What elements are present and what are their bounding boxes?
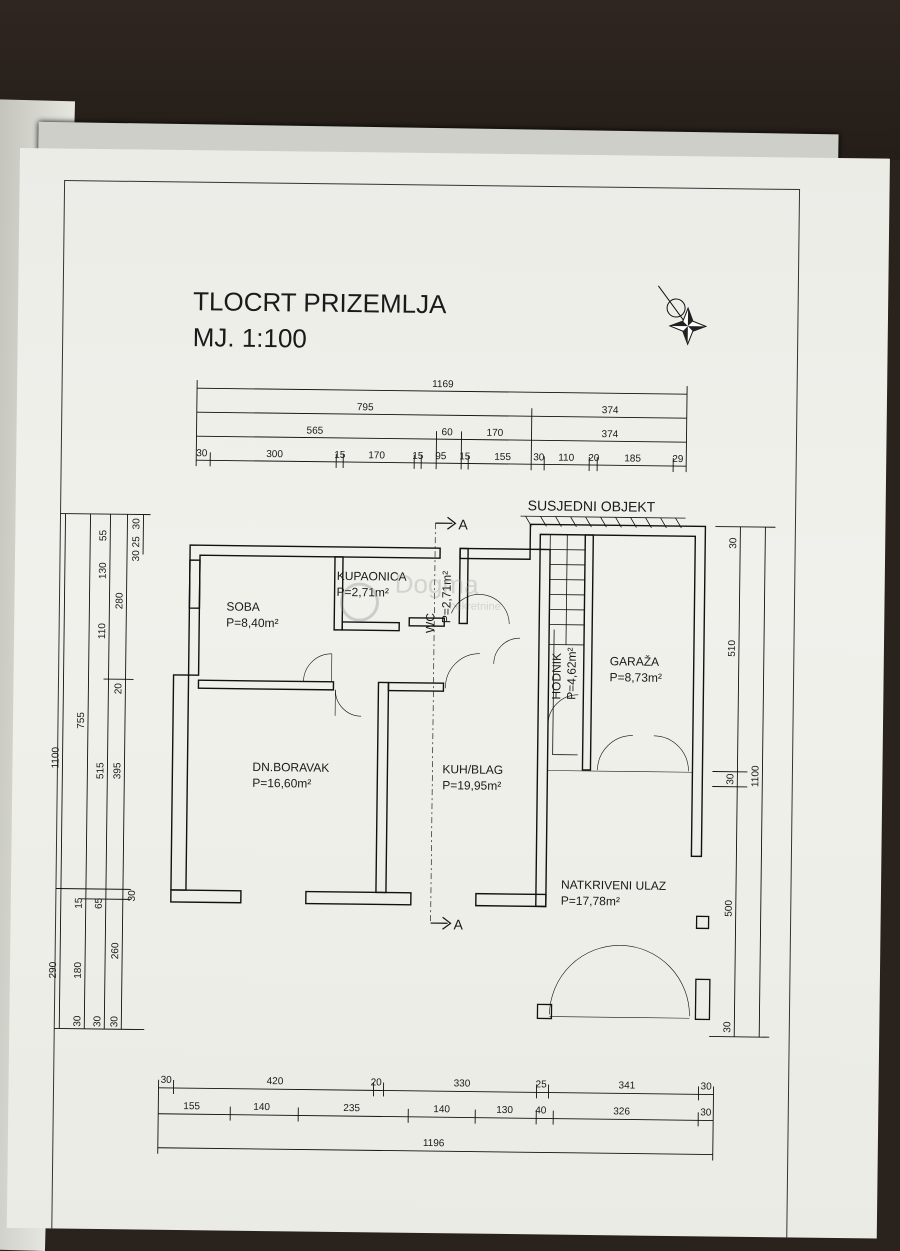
dim-top-4-10: 110 bbox=[558, 453, 575, 464]
dim-top-4-8: 155 bbox=[494, 452, 511, 463]
section-marker-bottom: A bbox=[453, 916, 463, 932]
dim-left-col5-30b: 30 bbox=[131, 550, 142, 562]
dim-left-15: 15 bbox=[74, 897, 85, 909]
dim-top-4-7: 15 bbox=[459, 451, 471, 462]
right-dimension-labels: 30 510 30 500 30 1100 bbox=[722, 537, 764, 1033]
plan-title: TLOCRT PRIZEMLJA bbox=[193, 286, 447, 319]
room-area-natkriveni-ulaz: P=17,78m² bbox=[561, 894, 620, 909]
dim-bottom-total: 1196 bbox=[423, 1138, 445, 1149]
dim-bottom-1-6: 341 bbox=[619, 1080, 636, 1091]
dim-left-290: 290 bbox=[48, 961, 59, 978]
staircase bbox=[548, 535, 586, 755]
dim-left-col5-30a: 30 bbox=[131, 518, 142, 530]
dim-bottom-1-7: 30 bbox=[701, 1081, 713, 1092]
dim-left-515: 515 bbox=[95, 762, 106, 779]
dim-right-30c: 30 bbox=[722, 1021, 733, 1033]
dim-left-col5-25: 25 bbox=[131, 536, 142, 548]
neighbor-label: SUSJEDNI OBJEKT bbox=[528, 497, 656, 515]
dim-top-2b: 374 bbox=[602, 405, 619, 416]
top-dimensions: 1169 795 374 565 60 170 374 30 300 15 17… bbox=[196, 376, 687, 472]
room-area-boravak: P=16,60m² bbox=[252, 776, 311, 791]
right-dimensions bbox=[709, 527, 775, 1038]
dim-left-395: 395 bbox=[112, 762, 123, 779]
room-area-soba: P=8,40m² bbox=[226, 616, 279, 631]
dim-right-500: 500 bbox=[724, 900, 735, 917]
dim-top-4-4: 170 bbox=[368, 450, 385, 461]
dim-top-2a: 795 bbox=[357, 402, 374, 413]
dim-bottom-2-5: 130 bbox=[496, 1105, 513, 1116]
dim-bottom-2-3: 235 bbox=[343, 1103, 360, 1114]
room-name-natkriveni-ulaz: NATKRIVENI ULAZ bbox=[561, 878, 666, 893]
dim-left-55: 55 bbox=[98, 529, 109, 541]
dim-right-1100: 1100 bbox=[750, 765, 761, 787]
dim-left-30a: 30 bbox=[92, 1015, 103, 1027]
room-area-kuhinja: P=19,95m² bbox=[442, 778, 501, 793]
dim-top-3d: 374 bbox=[601, 429, 618, 440]
dim-top-4-11: 20 bbox=[588, 453, 600, 464]
dim-top-4-9: 30 bbox=[533, 452, 545, 463]
dim-left-30c: 30 bbox=[109, 1016, 120, 1028]
room-area-hodnik: P=4,62m² bbox=[564, 647, 579, 700]
dim-left-180: 180 bbox=[73, 962, 84, 979]
dim-bottom-2-1: 155 bbox=[183, 1101, 200, 1112]
room-name-wc: WC bbox=[423, 613, 437, 633]
watermark-brand: Dogma bbox=[395, 569, 480, 600]
dim-right-30a: 30 bbox=[728, 537, 739, 549]
left-dimension-labels: 1100 290 755 515 180 30 55 130 110 20 15… bbox=[47, 517, 142, 1028]
dim-top-4-1: 30 bbox=[196, 448, 208, 459]
dim-top-3a: 565 bbox=[306, 426, 323, 437]
section-marker-top: A bbox=[458, 516, 468, 532]
dim-top-4-5: 15 bbox=[412, 451, 424, 462]
dim-bottom-1-5: 25 bbox=[536, 1079, 548, 1090]
dim-left-30b: 30 bbox=[72, 1015, 83, 1027]
dim-left-260: 260 bbox=[110, 942, 121, 959]
dim-left-20: 20 bbox=[113, 683, 124, 695]
room-name-soba: SOBA bbox=[226, 600, 260, 614]
dim-bottom-2-4: 140 bbox=[433, 1104, 450, 1115]
room-name-garaza: GARAŽA bbox=[610, 653, 660, 669]
dim-right-30b: 30 bbox=[725, 773, 736, 785]
bottom-dimensions: 30 420 20 330 25 341 30 155 140 235 140 … bbox=[158, 1075, 714, 1161]
dim-bottom-1-3: 20 bbox=[371, 1077, 383, 1088]
dim-top-4-13: 29 bbox=[672, 454, 684, 465]
dim-left-65: 65 bbox=[94, 897, 105, 909]
plan-scale: MJ. 1:100 bbox=[193, 322, 308, 353]
room-name-kuhinja: KUH/BLAG bbox=[442, 762, 503, 777]
dim-top-3b: 60 bbox=[441, 427, 453, 438]
dim-left-755: 755 bbox=[76, 712, 87, 729]
room-name-boravak: DN.BORAVAK bbox=[252, 760, 329, 775]
dim-right-510: 510 bbox=[727, 640, 738, 657]
dim-top-4-2: 300 bbox=[266, 449, 283, 460]
dim-left-110: 110 bbox=[97, 623, 108, 640]
dim-bottom-1-4: 330 bbox=[454, 1078, 471, 1089]
dim-bottom-2-8: 30 bbox=[700, 1107, 712, 1118]
dim-bottom-1-1: 30 bbox=[161, 1075, 173, 1086]
dim-bottom-2-7: 326 bbox=[613, 1106, 630, 1117]
dim-bottom-2-2: 140 bbox=[253, 1102, 270, 1113]
room-labels: SOBA P=8,40m² KUPAONICA P=2,71m² WC P=2,… bbox=[223, 568, 670, 909]
floor-plan-drawing: TLOCRT PRIZEMLJA MJ. 1:100 1169 795 374 … bbox=[7, 148, 890, 1239]
dim-left-130: 130 bbox=[98, 562, 109, 579]
dim-bottom-1-2: 420 bbox=[267, 1076, 284, 1087]
dim-left-col5-30c: 30 bbox=[127, 890, 138, 902]
dim-bottom-2-6: 40 bbox=[535, 1105, 547, 1116]
room-area-garaza: P=8,73m² bbox=[609, 670, 662, 685]
dim-top-3c: 170 bbox=[486, 428, 503, 439]
north-arrow-icon bbox=[658, 286, 707, 345]
dim-top-total: 1169 bbox=[432, 379, 454, 390]
dim-top-4-12: 185 bbox=[624, 453, 641, 464]
dim-left-280: 280 bbox=[114, 592, 125, 609]
dim-left-1100: 1100 bbox=[50, 746, 61, 768]
dim-top-4-6: 95 bbox=[435, 451, 447, 462]
dim-top-4-3: 15 bbox=[334, 450, 346, 461]
drawing-sheet: TLOCRT PRIZEMLJA MJ. 1:100 1169 795 374 … bbox=[7, 148, 890, 1239]
watermark-sub: nekretnine bbox=[449, 600, 501, 613]
room-name-hodnik: HODNIK bbox=[549, 653, 564, 700]
